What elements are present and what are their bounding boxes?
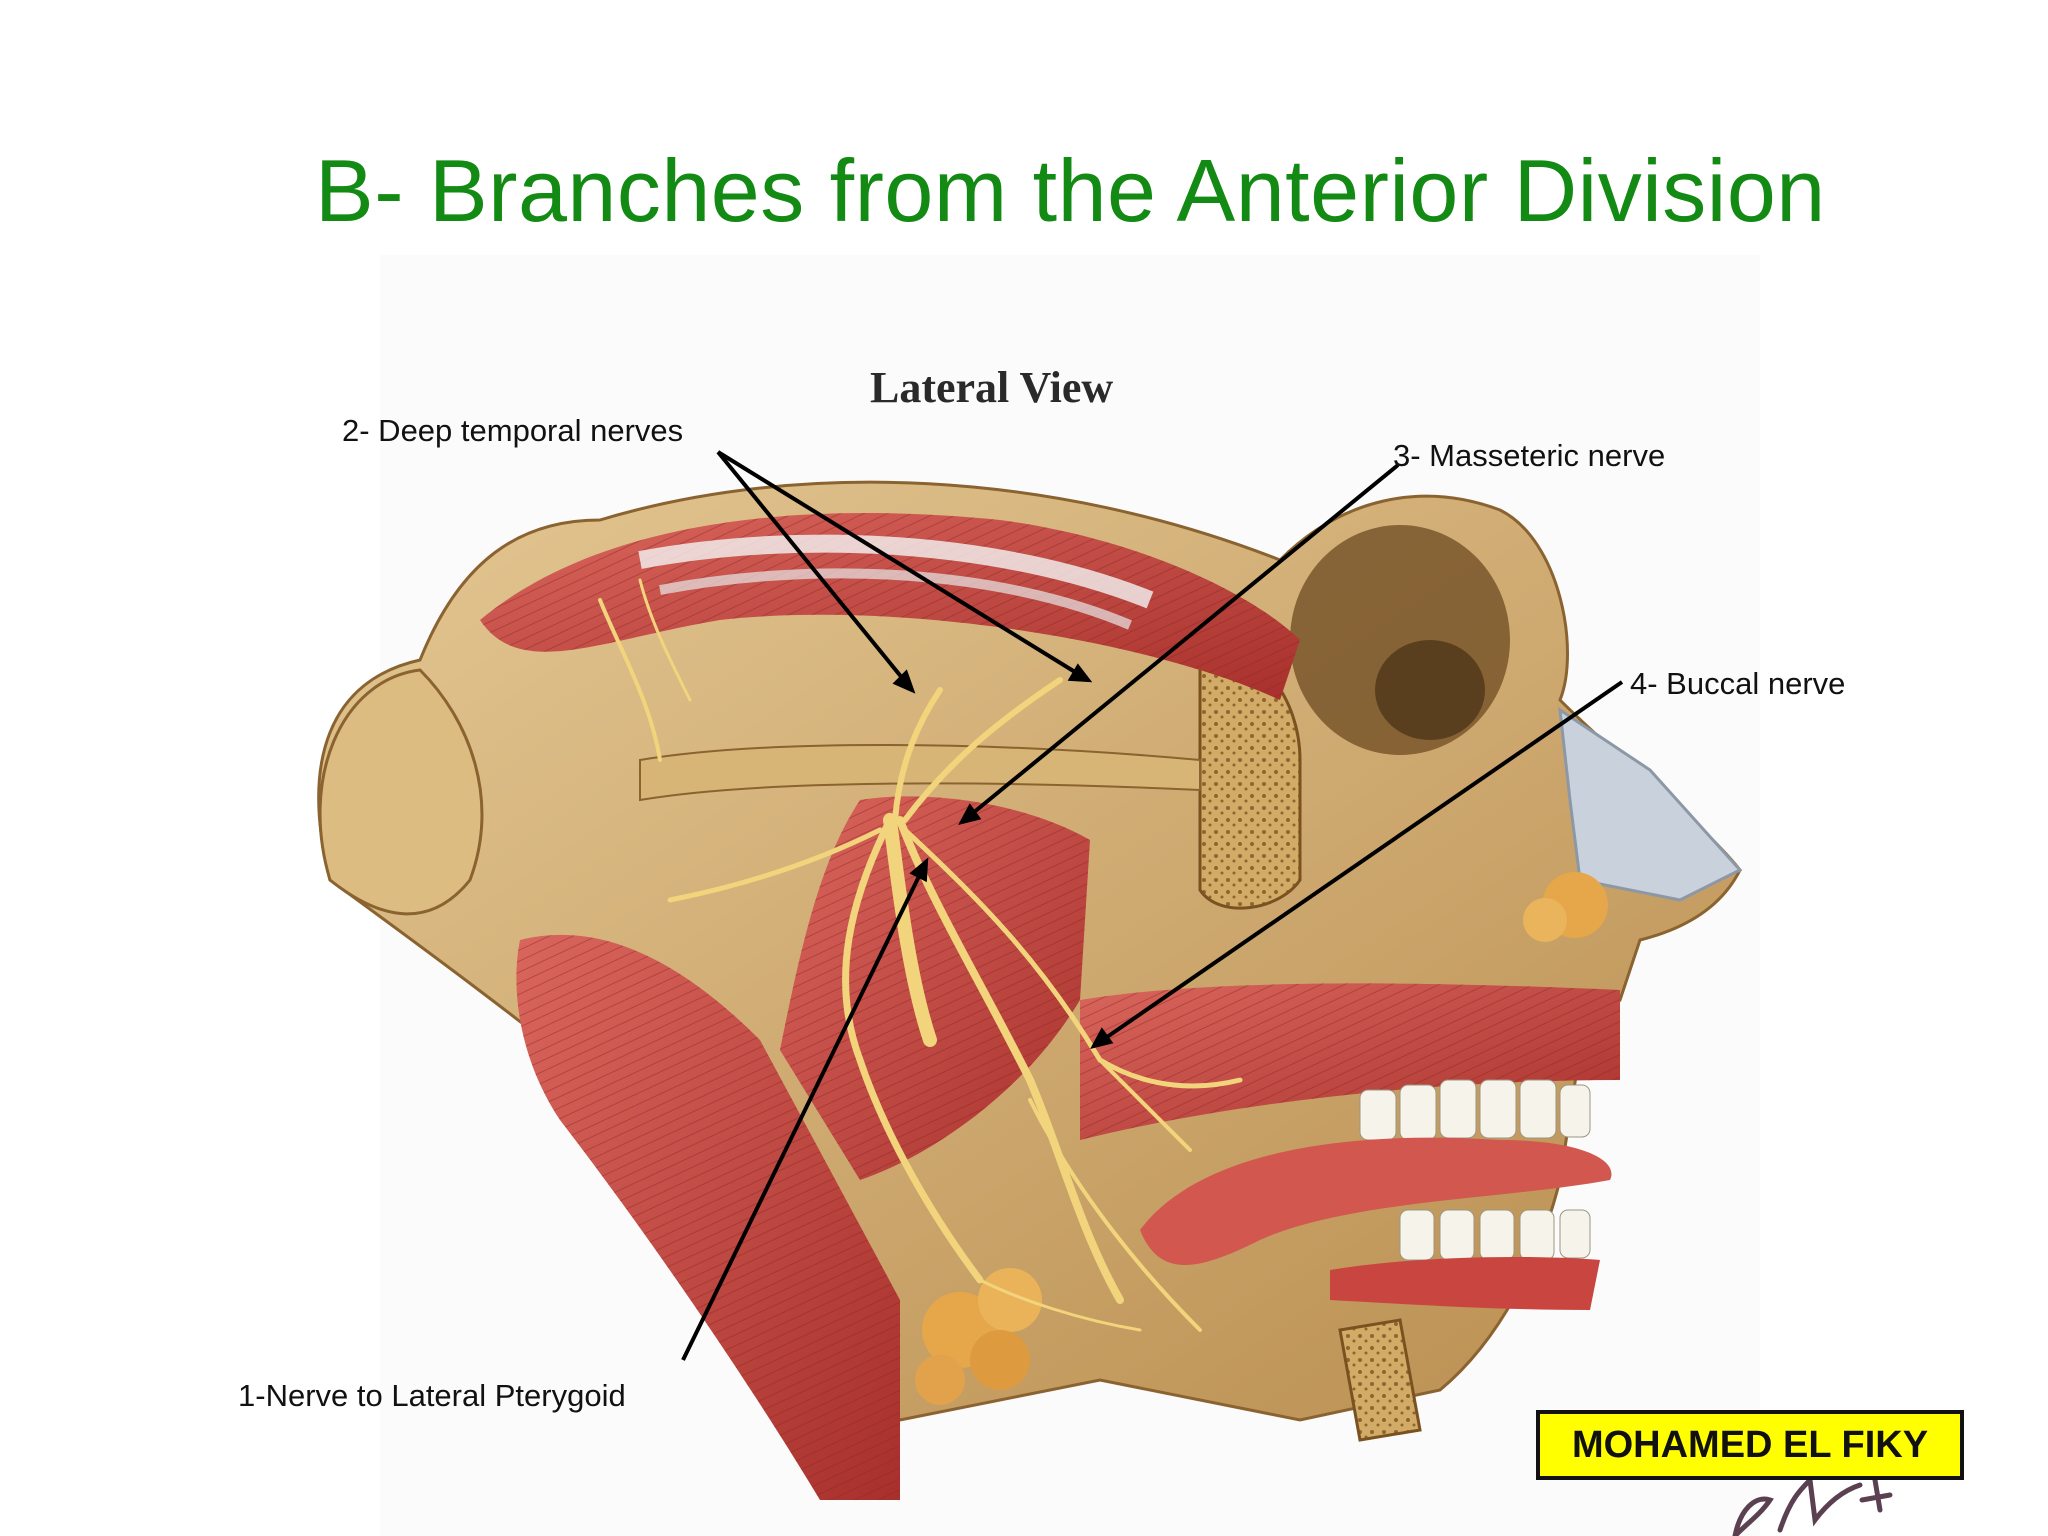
pointer-arrows: [681, 450, 1624, 1361]
arrow-deep-temporal-1: [716, 450, 914, 692]
nerves: [598, 578, 1243, 1332]
arrow-masseteric-head: [958, 803, 982, 826]
label-deep-temporal-nerves: 2- Deep temporal nerves: [342, 413, 684, 448]
label-masseteric-nerve: 3- Masseteric nerve: [1393, 438, 1666, 473]
arrow-deep-temporal-2-head: [1067, 663, 1093, 683]
slide-title: B- Branches from the Anterior Division: [315, 141, 1826, 240]
arrow-deep-temporal-2: [716, 450, 1090, 682]
watermark-badge: MOHAMED EL FIKY: [1536, 1410, 1964, 1480]
tongue: [1140, 1137, 1612, 1265]
arrow-lateral-pterygoid-head: [909, 857, 929, 883]
lower-lip: [1330, 1257, 1600, 1310]
arrow-buccal: [1092, 680, 1624, 1048]
arrow-buccal-head: [1090, 1027, 1114, 1050]
submandibular-gland: [915, 1268, 1042, 1405]
figure-subtitle: Lateral View: [870, 363, 1114, 412]
label-nerve-lateral-pterygoid: 1-Nerve to Lateral Pterygoid: [238, 1378, 626, 1413]
occipital-bone: [318, 668, 484, 916]
netter-signature: [1732, 1474, 1893, 1536]
zygomatic-arch: [639, 744, 1201, 802]
lower-teeth: [1399, 1209, 1591, 1261]
label-buccal-nerve: 4- Buccal nerve: [1630, 666, 1846, 701]
arrow-lateral-pterygoid: [681, 861, 928, 1361]
arrow-masseteric: [960, 463, 1400, 824]
mandible-section: [1338, 1318, 1422, 1442]
arrow-deep-temporal-1-head: [892, 669, 916, 694]
nasal-cartilage: [1558, 706, 1743, 902]
upper-teeth: [1359, 1079, 1591, 1141]
